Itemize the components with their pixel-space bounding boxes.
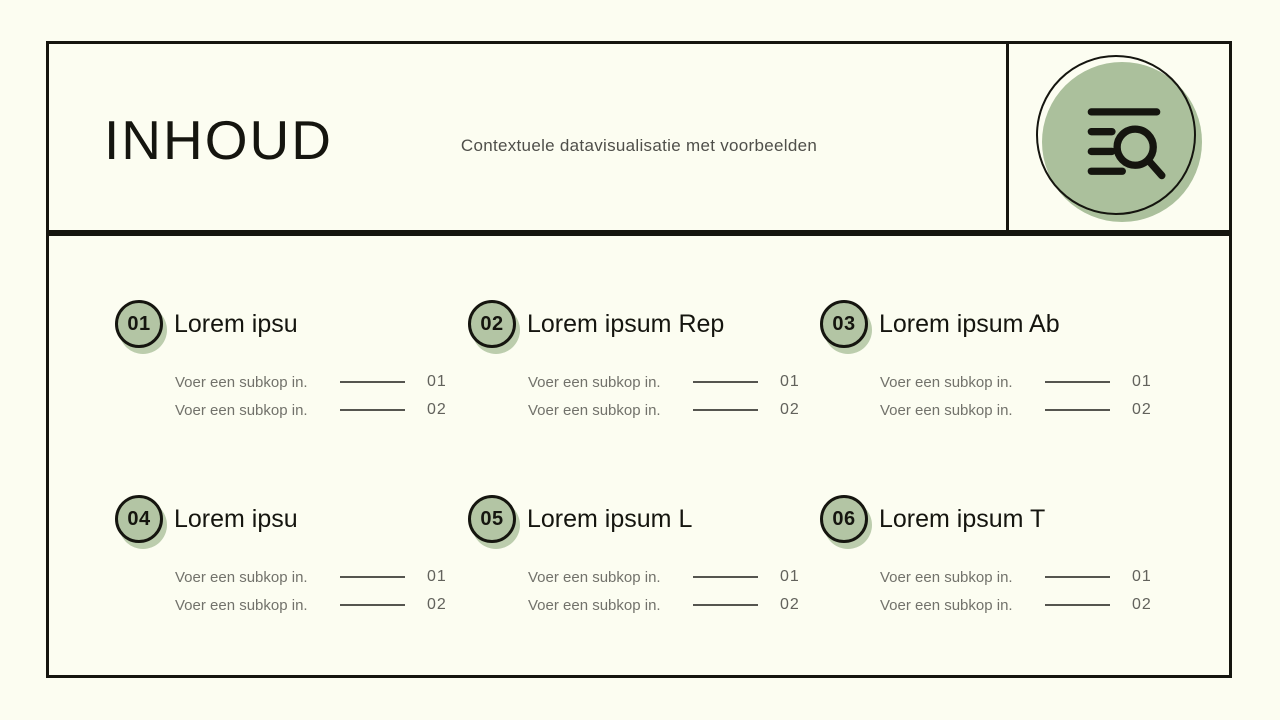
page-number: 01 bbox=[427, 568, 447, 585]
sub-entry: Voer een subkop in. 01 bbox=[880, 368, 1165, 396]
sub-entry: Voer een subkop in. 02 bbox=[175, 591, 460, 619]
badge-number: 03 bbox=[820, 300, 868, 348]
leader-line bbox=[340, 576, 405, 578]
sub-label: Voer een subkop in. bbox=[528, 568, 661, 586]
leader-line bbox=[340, 604, 405, 606]
leader-line bbox=[1045, 604, 1110, 606]
number-badge: 03 bbox=[820, 300, 872, 354]
sub-label: Voer een subkop in. bbox=[528, 596, 661, 614]
sub-label: Voer een subkop in. bbox=[880, 373, 1013, 391]
sub-entry: Voer een subkop in. 02 bbox=[175, 396, 460, 424]
badge-number: 05 bbox=[468, 495, 516, 543]
leader-line bbox=[693, 381, 758, 383]
toc-item-02: 02 Lorem ipsum Rep Voer een subkop in. 0… bbox=[468, 296, 813, 424]
page-number: 02 bbox=[780, 401, 800, 418]
item-title: Lorem ipsum Rep bbox=[527, 309, 725, 338]
page-number: 02 bbox=[1132, 401, 1152, 418]
leader-line bbox=[693, 409, 758, 411]
sub-label: Voer een subkop in. bbox=[880, 596, 1013, 614]
page-number: 01 bbox=[780, 568, 800, 585]
badge-number: 01 bbox=[115, 300, 163, 348]
number-badge: 02 bbox=[468, 300, 520, 354]
sub-entry: Voer een subkop in. 01 bbox=[880, 563, 1165, 591]
sub-label: Voer een subkop in. bbox=[175, 373, 308, 391]
sub-entry: Voer een subkop in. 01 bbox=[528, 368, 813, 396]
leader-line bbox=[693, 604, 758, 606]
badge-number: 06 bbox=[820, 495, 868, 543]
item-title: Lorem ipsum Ab bbox=[879, 309, 1060, 338]
list-search-icon bbox=[1087, 108, 1166, 180]
toc-item-06: 06 Lorem ipsum T Voer een subkop in. 01 … bbox=[820, 491, 1165, 619]
toc-item-01: 01 Lorem ipsu Voer een subkop in. 01 Voe… bbox=[115, 296, 460, 424]
sub-label: Voer een subkop in. bbox=[528, 401, 661, 419]
sub-label: Voer een subkop in. bbox=[175, 401, 308, 419]
sub-entry: Voer een subkop in. 01 bbox=[528, 563, 813, 591]
leader-line bbox=[1045, 409, 1110, 411]
number-badge: 04 bbox=[115, 495, 167, 549]
sub-label: Voer een subkop in. bbox=[175, 568, 308, 586]
leader-line bbox=[693, 576, 758, 578]
page-number: 02 bbox=[780, 596, 800, 613]
sub-entry: Voer een subkop in. 02 bbox=[880, 396, 1165, 424]
page-number: 01 bbox=[427, 373, 447, 390]
sub-label: Voer een subkop in. bbox=[528, 373, 661, 391]
number-badge: 01 bbox=[115, 300, 167, 354]
sub-entry: Voer een subkop in. 01 bbox=[175, 563, 460, 591]
toc-item-03: 03 Lorem ipsum Ab Voer een subkop in. 01… bbox=[820, 296, 1165, 424]
page-subtitle: Contextuele datavisualisatie met voorbee… bbox=[460, 136, 818, 155]
leader-line bbox=[1045, 576, 1110, 578]
toc-item-04: 04 Lorem ipsu Voer een subkop in. 01 Voe… bbox=[115, 491, 460, 619]
toc-item-05: 05 Lorem ipsum L Voer een subkop in. 01 … bbox=[468, 491, 813, 619]
badge-number: 02 bbox=[468, 300, 516, 348]
page-number: 01 bbox=[1132, 568, 1152, 585]
page-number: 02 bbox=[427, 596, 447, 613]
header-divider bbox=[1006, 41, 1009, 233]
page-number: 02 bbox=[1132, 596, 1152, 613]
leader-line bbox=[340, 381, 405, 383]
page-number: 01 bbox=[1132, 373, 1152, 390]
leader-line bbox=[1045, 381, 1110, 383]
item-title: Lorem ipsu bbox=[174, 309, 298, 338]
item-title: Lorem ipsum L bbox=[527, 504, 693, 533]
sub-label: Voer een subkop in. bbox=[175, 596, 308, 614]
number-badge: 06 bbox=[820, 495, 872, 549]
sub-entry: Voer een subkop in. 01 bbox=[175, 368, 460, 396]
sub-entry: Voer een subkop in. 02 bbox=[528, 591, 813, 619]
badge-number: 04 bbox=[115, 495, 163, 543]
page-number: 02 bbox=[427, 401, 447, 418]
item-title: Lorem ipsum T bbox=[879, 504, 1046, 533]
leader-line bbox=[340, 409, 405, 411]
sub-entry: Voer een subkop in. 02 bbox=[880, 591, 1165, 619]
page-title: INHOUD bbox=[104, 109, 333, 171]
sub-label: Voer een subkop in. bbox=[880, 568, 1013, 586]
sub-entry: Voer een subkop in. 02 bbox=[528, 396, 813, 424]
number-badge: 05 bbox=[468, 495, 520, 549]
icon-outline-circle bbox=[1036, 55, 1196, 215]
item-title: Lorem ipsu bbox=[174, 504, 298, 533]
content-frame bbox=[46, 233, 1232, 678]
header-frame bbox=[46, 41, 1232, 233]
sub-label: Voer een subkop in. bbox=[880, 401, 1013, 419]
page-number: 01 bbox=[780, 373, 800, 390]
